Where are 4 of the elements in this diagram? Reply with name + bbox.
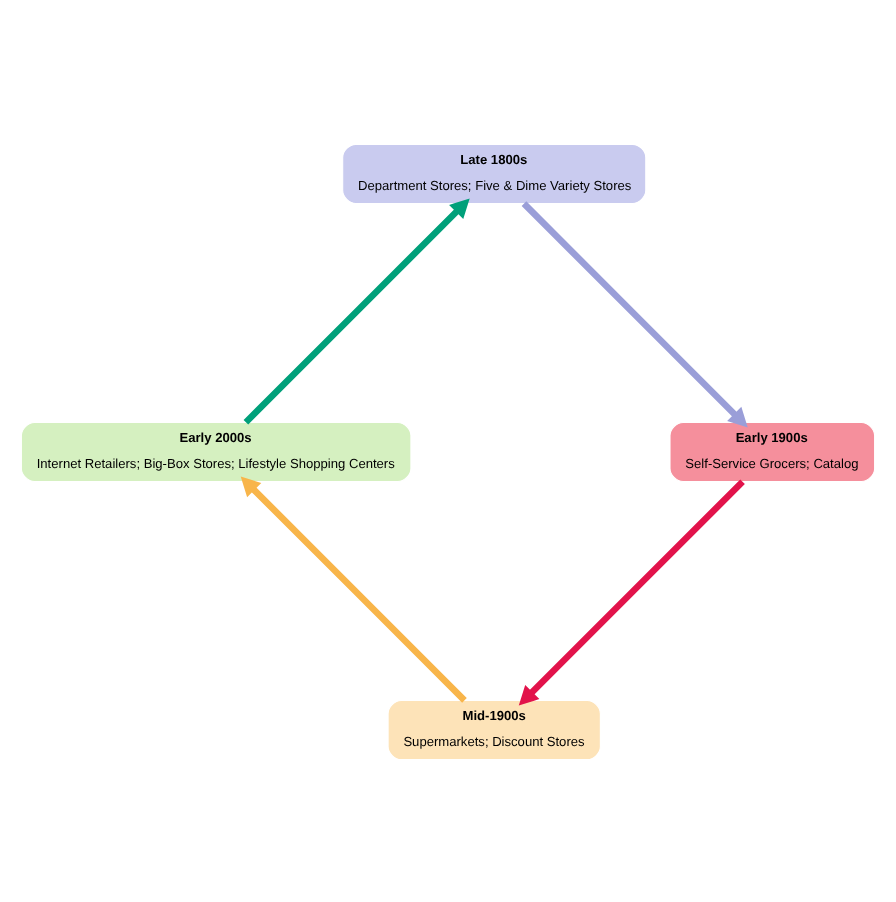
arrow bbox=[240, 475, 467, 702]
arrow bbox=[518, 478, 745, 705]
arrow bbox=[243, 197, 470, 424]
arrow bbox=[521, 200, 748, 427]
